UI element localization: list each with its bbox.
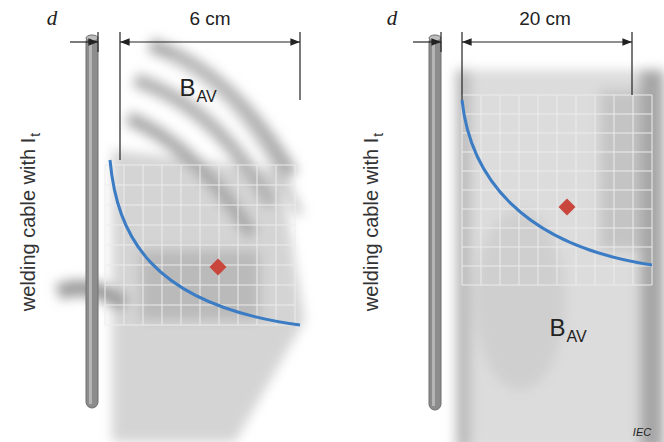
grid-line: [105, 165, 295, 166]
source-mark: IEC: [633, 426, 651, 438]
grid-line: [462, 114, 652, 115]
grid-line: [462, 209, 652, 210]
current-subscript: t: [27, 133, 43, 137]
grid-line: [462, 247, 652, 248]
field-label: BAV: [549, 316, 586, 345]
average-point: [210, 259, 227, 276]
dimension-lines: [70, 32, 300, 160]
dimension-label: 20 cm: [519, 9, 571, 28]
grid-line: [462, 190, 652, 191]
grid-line: [105, 205, 295, 206]
dimension-value: 20 cm: [519, 8, 571, 29]
grid-line: [105, 265, 295, 266]
distance-symbol: d: [47, 6, 58, 30]
field-subscript: AV: [196, 87, 216, 104]
current-subscript: t: [370, 133, 386, 137]
source-mark: IEC: [633, 423, 651, 439]
welding-cable: [86, 35, 98, 408]
field-symbol: B: [549, 314, 565, 341]
dimension-label: 6 cm: [189, 9, 230, 28]
grid-line: [462, 285, 652, 286]
grid-line: [462, 228, 652, 229]
cable-text: welding cable with I: [360, 138, 382, 311]
grid-line: [462, 266, 652, 267]
measurement-grid: [105, 95, 652, 325]
field-label: BAV: [179, 76, 216, 105]
grid-line: [105, 185, 295, 186]
dimension-lines: [413, 32, 632, 100]
dimension-value: 6 cm: [189, 8, 230, 29]
distance-symbol: d: [387, 6, 398, 30]
grid-line: [105, 225, 295, 226]
field-subscript: AV: [566, 327, 586, 344]
cable-label: welding cable with It: [361, 133, 385, 311]
cable-label: welding cable with It: [18, 133, 42, 311]
dimension-label: d: [387, 8, 398, 29]
grid-line: [105, 245, 295, 246]
cable-text: welding cable with I: [17, 138, 39, 311]
field-curve: [110, 160, 300, 325]
grid-line: [462, 152, 652, 153]
grid-line: [462, 171, 652, 172]
field-curve: [462, 100, 652, 265]
field-symbol: B: [179, 74, 195, 101]
grid-line: [105, 305, 295, 306]
grid-line: [105, 285, 295, 286]
dimension-label: d: [47, 8, 58, 29]
average-point: [559, 199, 576, 216]
grid-line: [462, 133, 652, 134]
grid-line: [462, 95, 652, 96]
welding-cable: [429, 35, 441, 410]
leg-image: [456, 70, 664, 442]
grid-line: [105, 325, 295, 326]
